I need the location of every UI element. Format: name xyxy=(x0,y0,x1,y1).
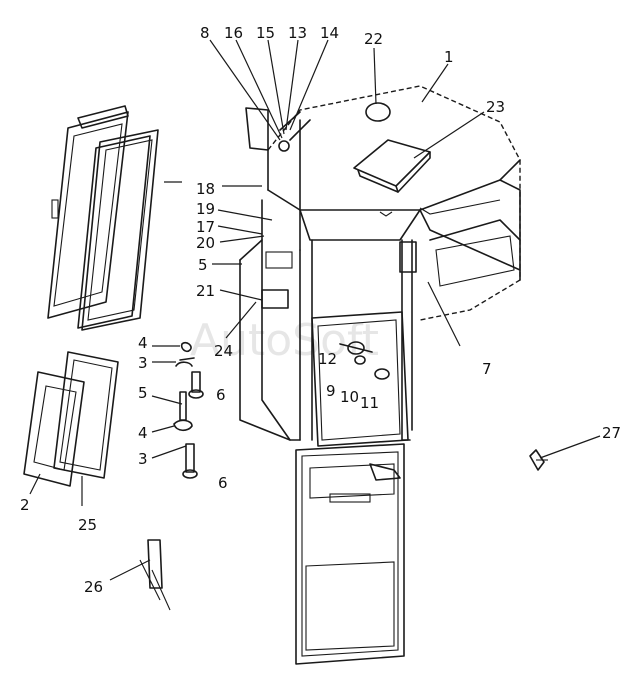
clip-part xyxy=(529,449,548,471)
callout-4-top: 4 xyxy=(138,334,148,352)
callout-22: 22 xyxy=(364,30,383,48)
callout-10: 10 xyxy=(340,388,359,406)
floor-panel xyxy=(295,311,409,665)
callout-12: 12 xyxy=(318,350,337,368)
callout-1: 1 xyxy=(444,48,454,66)
callout-20: 20 xyxy=(196,234,215,252)
leader-lines xyxy=(29,39,601,581)
callout-6-bottom: 6 xyxy=(218,474,228,492)
callout-4-bottom: 4 xyxy=(138,424,148,442)
callout-18: 18 xyxy=(196,180,215,198)
mount-bracket xyxy=(139,539,171,611)
callout-3-bottom: 3 xyxy=(138,450,148,468)
callout-24: 24 xyxy=(214,342,233,360)
callout-9: 9 xyxy=(326,382,336,400)
callout-7: 7 xyxy=(482,360,492,378)
cab-body xyxy=(239,85,521,441)
callout-14: 14 xyxy=(320,24,339,42)
callout-2: 2 xyxy=(20,496,30,514)
callout-5-top: 5 xyxy=(198,256,208,274)
callout-8: 8 xyxy=(200,24,210,42)
callout-6-top: 6 xyxy=(216,386,226,404)
callout-3-top: 3 xyxy=(138,354,148,372)
callout-26: 26 xyxy=(84,578,103,596)
callout-17: 17 xyxy=(196,218,215,236)
callout-11: 11 xyxy=(360,394,379,412)
window-frame-assembly xyxy=(47,105,159,331)
bracket-set xyxy=(339,341,390,380)
callout-25: 25 xyxy=(78,516,97,534)
callout-21: 21 xyxy=(196,282,215,300)
callout-5-mid: 5 xyxy=(138,384,148,402)
callout-23: 23 xyxy=(486,98,505,116)
glass-pane-assembly xyxy=(23,351,119,487)
callout-labels: 8 16 15 13 14 22 1 23 18 19 17 20 5 21 2… xyxy=(20,24,621,596)
callout-16: 16 xyxy=(224,24,243,42)
callout-19: 19 xyxy=(196,200,215,218)
callout-13: 13 xyxy=(288,24,307,42)
fastener-set xyxy=(173,341,204,479)
callout-27: 27 xyxy=(602,424,621,442)
callout-15: 15 xyxy=(256,24,275,42)
